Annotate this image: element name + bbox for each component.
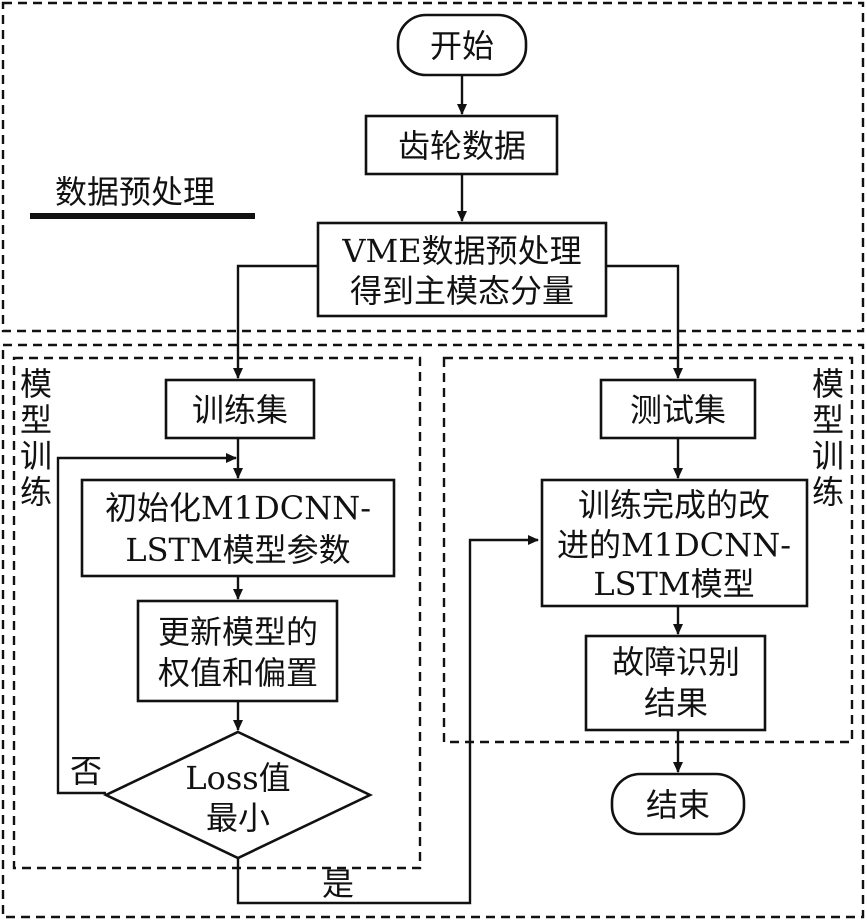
svg-text:训练集: 训练集 bbox=[192, 391, 288, 429]
svg-text:练: 练 bbox=[812, 473, 844, 511]
update-weights-node: 更新模型的 权值和偏置 bbox=[136, 599, 339, 703]
svg-text:型: 型 bbox=[20, 401, 52, 439]
training-outer-frame bbox=[1, 343, 865, 919]
svg-text:最小: 最小 bbox=[206, 799, 270, 837]
svg-text:训: 训 bbox=[20, 437, 52, 475]
trained-model-node: 训练完成的改 进的M1DCNN- LSTM模型 bbox=[540, 478, 809, 608]
preprocess-section-frame bbox=[1, 1, 865, 333]
train-section-vertical-label: 模 型 训 练 bbox=[20, 365, 52, 511]
test-section-vertical-label: 模 型 训 练 bbox=[812, 365, 844, 511]
preprocess-section-label: 数据预处理 bbox=[55, 173, 215, 211]
arrow-vme-to-train bbox=[233, 264, 318, 379]
svg-text:练: 练 bbox=[20, 473, 52, 511]
test-set-node: 测试集 bbox=[599, 378, 757, 440]
svg-text:训练完成的改: 训练完成的改 bbox=[578, 486, 770, 524]
svg-text:型: 型 bbox=[812, 401, 844, 439]
arrow-no-loop bbox=[56, 453, 237, 795]
end-node: 结束 bbox=[610, 772, 746, 836]
svg-text:VME数据预处理: VME数据预处理 bbox=[341, 232, 581, 270]
svg-text:结束: 结束 bbox=[646, 786, 710, 824]
svg-text:开始: 开始 bbox=[430, 27, 494, 65]
svg-text:结果: 结果 bbox=[644, 684, 708, 722]
svg-text:LSTM模型: LSTM模型 bbox=[593, 565, 754, 603]
test-section-frame bbox=[442, 356, 854, 744]
loss-decision-node: Loss值 最小 bbox=[102, 730, 374, 860]
train-set-node: 训练集 bbox=[164, 378, 316, 440]
svg-text:模: 模 bbox=[812, 365, 844, 403]
gear-data-node: 齿轮数据 bbox=[364, 114, 559, 176]
arrow-yes-to-model bbox=[236, 535, 539, 905]
init-model-node: 初始化M1DCNN- LSTM模型参数 bbox=[80, 478, 396, 578]
svg-text:进的M1DCNN-: 进的M1DCNN- bbox=[557, 526, 791, 564]
svg-text:Loss值: Loss值 bbox=[185, 759, 290, 797]
svg-text:模: 模 bbox=[20, 365, 52, 403]
arrow-vme-to-test bbox=[606, 264, 683, 379]
no-branch-label: 否 bbox=[70, 752, 102, 790]
start-node: 开始 bbox=[396, 13, 528, 77]
svg-text:测试集: 测试集 bbox=[630, 391, 726, 429]
svg-text:初始化M1DCNN-: 初始化M1DCNN- bbox=[105, 489, 371, 527]
svg-text:LSTM模型参数: LSTM模型参数 bbox=[125, 531, 350, 569]
svg-text:得到主模态分量: 得到主模态分量 bbox=[350, 272, 574, 310]
fault-result-node: 故障识别 结果 bbox=[584, 634, 767, 732]
svg-text:训: 训 bbox=[812, 437, 844, 475]
svg-text:更新模型的: 更新模型的 bbox=[158, 613, 318, 651]
svg-text:故障识别: 故障识别 bbox=[612, 643, 740, 681]
svg-text:权值和偏置: 权值和偏置 bbox=[158, 654, 318, 692]
svg-text:齿轮数据: 齿轮数据 bbox=[398, 127, 526, 165]
train-section-frame bbox=[12, 356, 422, 870]
yes-branch-label: 是 bbox=[322, 865, 354, 903]
vme-preprocess-node: VME数据预处理 得到主模态分量 bbox=[316, 221, 608, 318]
